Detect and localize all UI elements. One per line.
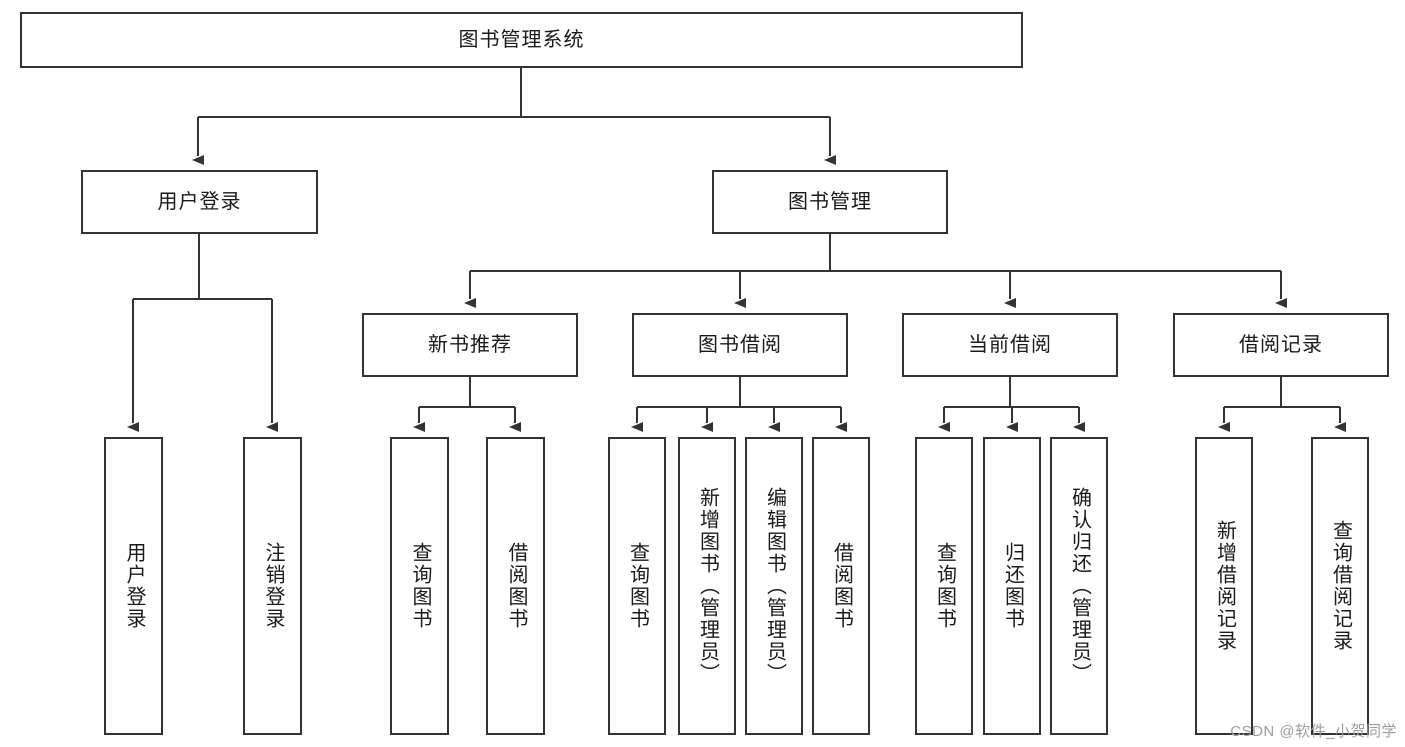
node-label: 借阅图书 (505, 542, 527, 630)
node-label: 借阅图书 (830, 542, 853, 630)
node-label: 归还图书 (1001, 542, 1024, 630)
node-label: 查询图书 (933, 542, 956, 630)
node-label: 查询图书 (409, 542, 431, 630)
node-leaf-borrow-book-2[interactable]: 借阅图书 (812, 437, 870, 735)
node-new-book-recommend[interactable]: 新书推荐 (362, 313, 578, 377)
node-label: 确认归还（管理员） (1068, 487, 1091, 685)
node-leaf-query-book-3[interactable]: 查询图书 (915, 437, 973, 735)
node-label: 新增借阅记录 (1213, 520, 1236, 652)
node-leaf-query-book-1[interactable]: 查询图书 (390, 437, 449, 735)
node-leaf-confirm-return[interactable]: 确认归还（管理员） (1050, 437, 1108, 735)
node-book-borrow[interactable]: 图书借阅 (632, 313, 848, 377)
node-leaf-edit-book[interactable]: 编辑图书（管理员） (745, 437, 803, 735)
node-book-manage[interactable]: 图书管理 (712, 170, 948, 234)
node-borrow-record[interactable]: 借阅记录 (1173, 313, 1389, 377)
node-current-borrow[interactable]: 当前借阅 (902, 313, 1118, 377)
node-leaf-return-book[interactable]: 归还图书 (983, 437, 1041, 735)
node-leaf-logout-login[interactable]: 注销登录 (243, 437, 302, 735)
node-leaf-query-book-2[interactable]: 查询图书 (608, 437, 666, 735)
watermark: CSDN @软件_小贺同学 (1230, 723, 1397, 740)
node-label: 新增图书（管理员） (696, 487, 719, 685)
node-label: 用户登录 (123, 542, 145, 630)
node-label: 查询图书 (626, 542, 649, 630)
node-leaf-user-login[interactable]: 用户登录 (104, 437, 163, 735)
node-leaf-add-book[interactable]: 新增图书（管理员） (678, 437, 736, 735)
node-leaf-add-record[interactable]: 新增借阅记录 (1195, 437, 1253, 735)
node-leaf-borrow-book-1[interactable]: 借阅图书 (486, 437, 545, 735)
node-leaf-query-record[interactable]: 查询借阅记录 (1311, 437, 1369, 735)
node-label: 编辑图书（管理员） (763, 487, 786, 685)
node-root-system[interactable]: 图书管理系统 (20, 12, 1023, 68)
node-label: 注销登录 (262, 542, 284, 630)
node-label: 查询借阅记录 (1329, 520, 1352, 652)
node-user-login[interactable]: 用户登录 (81, 170, 318, 234)
